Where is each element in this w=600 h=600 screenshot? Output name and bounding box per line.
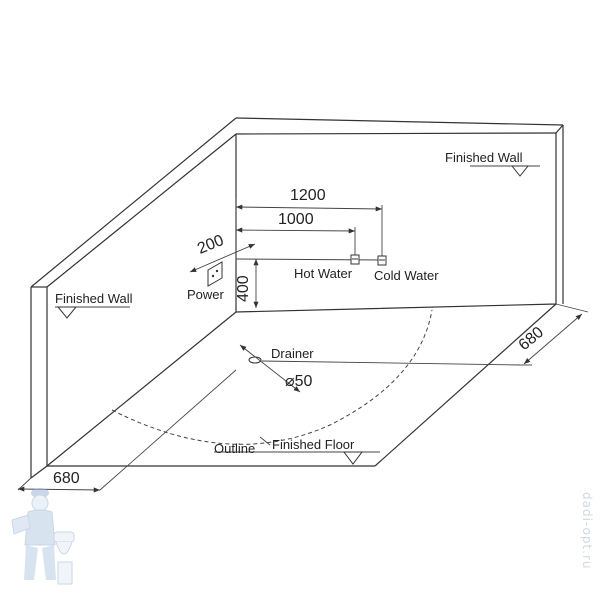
- floor-left-edge: [46, 311, 237, 467]
- drainer-label: Drainer: [271, 346, 314, 361]
- water-supply-line: [235, 258, 383, 261]
- plumber-logo-icon: [11, 488, 75, 585]
- finished-wall-left-label: Finished Wall: [55, 291, 133, 306]
- left-wall-top-inner: [46, 133, 237, 288]
- left-wall-top-outer: [30, 117, 237, 288]
- dimension-680-right-label: 680: [516, 324, 547, 354]
- dimension-1200-label: 1200: [290, 187, 326, 204]
- dimension-680-left: 680: [17, 369, 237, 493]
- outline-label: Outline: [214, 441, 255, 456]
- finished-wall-left-callout: Finished Wall: [55, 291, 133, 319]
- outline-callout: Outline Finished Floor: [214, 436, 380, 465]
- power-outlet-icon: [207, 261, 223, 287]
- hot-water-label: Hot Water: [294, 266, 353, 281]
- dimension-1000: 1000: [235, 211, 356, 262]
- dimension-200-label: 200: [195, 232, 226, 258]
- dimension-1000-label: 1000: [278, 211, 314, 228]
- level-marker-icon: [510, 165, 530, 177]
- drainer-diameter-label: ⌀50: [285, 373, 313, 390]
- cold-water-valve-icon: [377, 255, 387, 266]
- finished-wall-right-label: Finished Wall: [445, 150, 523, 165]
- finished-wall-right-callout: Finished Wall: [445, 150, 540, 177]
- cold-water-label: Cold Water: [374, 268, 439, 283]
- level-marker-icon: [343, 451, 363, 465]
- hot-water-valve-icon: [350, 254, 360, 265]
- level-marker-icon: [56, 306, 78, 319]
- floor-right-edge: [374, 303, 557, 467]
- back-wall-top-edge: [235, 117, 564, 126]
- dimension-400: 400: [235, 259, 259, 308]
- finished-floor-label: Finished Floor: [272, 437, 355, 452]
- dimension-400-label: 400: [235, 275, 252, 302]
- power-label: Power: [187, 287, 225, 302]
- dimension-680-left-label: 680: [53, 470, 80, 487]
- dimension-680-right: 680: [516, 303, 589, 366]
- back-wall-corner: [555, 124, 564, 134]
- back-wall-inner-top: [235, 132, 557, 135]
- tub-outline-arc: [111, 309, 433, 445]
- left-wall-bottom-cap: [30, 465, 48, 479]
- drainer-callout: Drainer ⌀50: [239, 344, 521, 393]
- watermark-text: dadi-opt.ru: [580, 492, 594, 570]
